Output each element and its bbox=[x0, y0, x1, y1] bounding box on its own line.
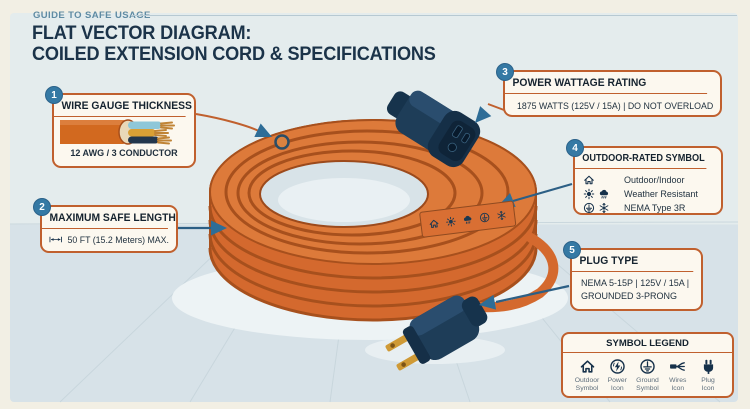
callout-wire-gauge: 1 WIRE GAUGE THICKNESS 12 AWG / 3 CONDUC… bbox=[45, 86, 196, 168]
house-icon bbox=[583, 174, 595, 186]
house-icon bbox=[579, 358, 596, 375]
wire-gauge-value: 12 AWG / 3 CONDUCTOR bbox=[70, 148, 178, 159]
plug-type-value-line1: NEMA 5-15P | 125V / 15A | bbox=[581, 278, 690, 288]
wires-icon bbox=[669, 358, 686, 375]
ground-icon bbox=[478, 211, 490, 223]
callout-number-badge: 1 bbox=[45, 86, 63, 104]
plug-icon bbox=[700, 358, 717, 375]
callout-number-badge: 4 bbox=[566, 139, 584, 157]
spec-row-weather-resistant: Weather Resistant bbox=[583, 187, 713, 200]
callout-max-length: 2 MAXIMUM SAFE LENGTH 50 FT (15.2 Meters… bbox=[33, 198, 178, 253]
snowflake-icon bbox=[495, 209, 507, 221]
length-arrow-icon bbox=[49, 234, 62, 245]
cord-rating-print-band bbox=[419, 200, 517, 238]
rain-cloud-icon bbox=[598, 188, 610, 200]
callout-title: PLUG TYPE bbox=[572, 250, 694, 272]
page-title-line1: FLAT VECTOR DIAGRAM: bbox=[32, 22, 252, 44]
spec-row-nema-type: NEMA Type 3R bbox=[583, 201, 713, 214]
page-title-line2: COILED EXTENSION CORD & SPECIFICATIONS bbox=[32, 42, 436, 65]
callout-title: MAXIMUM SAFE LENGTH bbox=[42, 207, 176, 229]
callout-wattage: 3 POWER WATTAGE RATING 1875 WATTS (125V … bbox=[496, 63, 722, 117]
spec-label: Weather Resistant bbox=[624, 188, 698, 199]
callout-number-badge: 3 bbox=[496, 63, 514, 81]
spec-row-outdoor-indoor: Outdoor/Indoor bbox=[583, 173, 713, 186]
callout-title: OUTDOOR-RATED SYMBOL bbox=[575, 148, 707, 169]
max-length-value: 50 FT (15.2 Meters) MAX. bbox=[67, 234, 169, 245]
spec-label: Outdoor/Indoor bbox=[624, 174, 685, 185]
plug-type-value-line2: GROUNDED 3-PRONG bbox=[581, 290, 678, 301]
house-icon bbox=[428, 217, 440, 229]
snowflake-icon bbox=[598, 202, 610, 214]
spec-label: NEMA Type 3R bbox=[624, 202, 686, 213]
eyebrow-rule bbox=[131, 15, 737, 16]
callout-outdoor-rating: 4 OUTDOOR-RATED SYMBOL Outdoor/Indoor We… bbox=[566, 139, 723, 215]
cable-cross-section-image bbox=[60, 119, 175, 145]
sun-icon bbox=[445, 215, 457, 227]
wattage-value: 1875 WATTS (125V / 15A) | DO NOT OVERLOA… bbox=[517, 101, 714, 111]
callout-title: WIRE GAUGE THICKNESS bbox=[54, 95, 192, 117]
legend-title: SYMBOL LEGEND bbox=[563, 334, 732, 353]
callout-number-badge: 2 bbox=[33, 198, 51, 216]
callout-title: POWER WATTAGE RATING bbox=[505, 72, 708, 94]
eyebrow-label: GUIDE TO SAFE USAGE bbox=[33, 10, 151, 21]
ground-icon bbox=[583, 202, 595, 214]
page-title: FLAT VECTOR DIAGRAM: COILED EXTENSION CO… bbox=[32, 23, 436, 64]
rain-cloud-icon bbox=[462, 213, 474, 225]
power-icon bbox=[609, 358, 626, 375]
callout-number-badge: 5 bbox=[563, 241, 581, 259]
ground-icon bbox=[639, 358, 656, 375]
sun-icon bbox=[583, 188, 595, 200]
callout-plug-type: 5 PLUG TYPE NEMA 5-15P | 125V / 15A | GR… bbox=[563, 241, 703, 311]
